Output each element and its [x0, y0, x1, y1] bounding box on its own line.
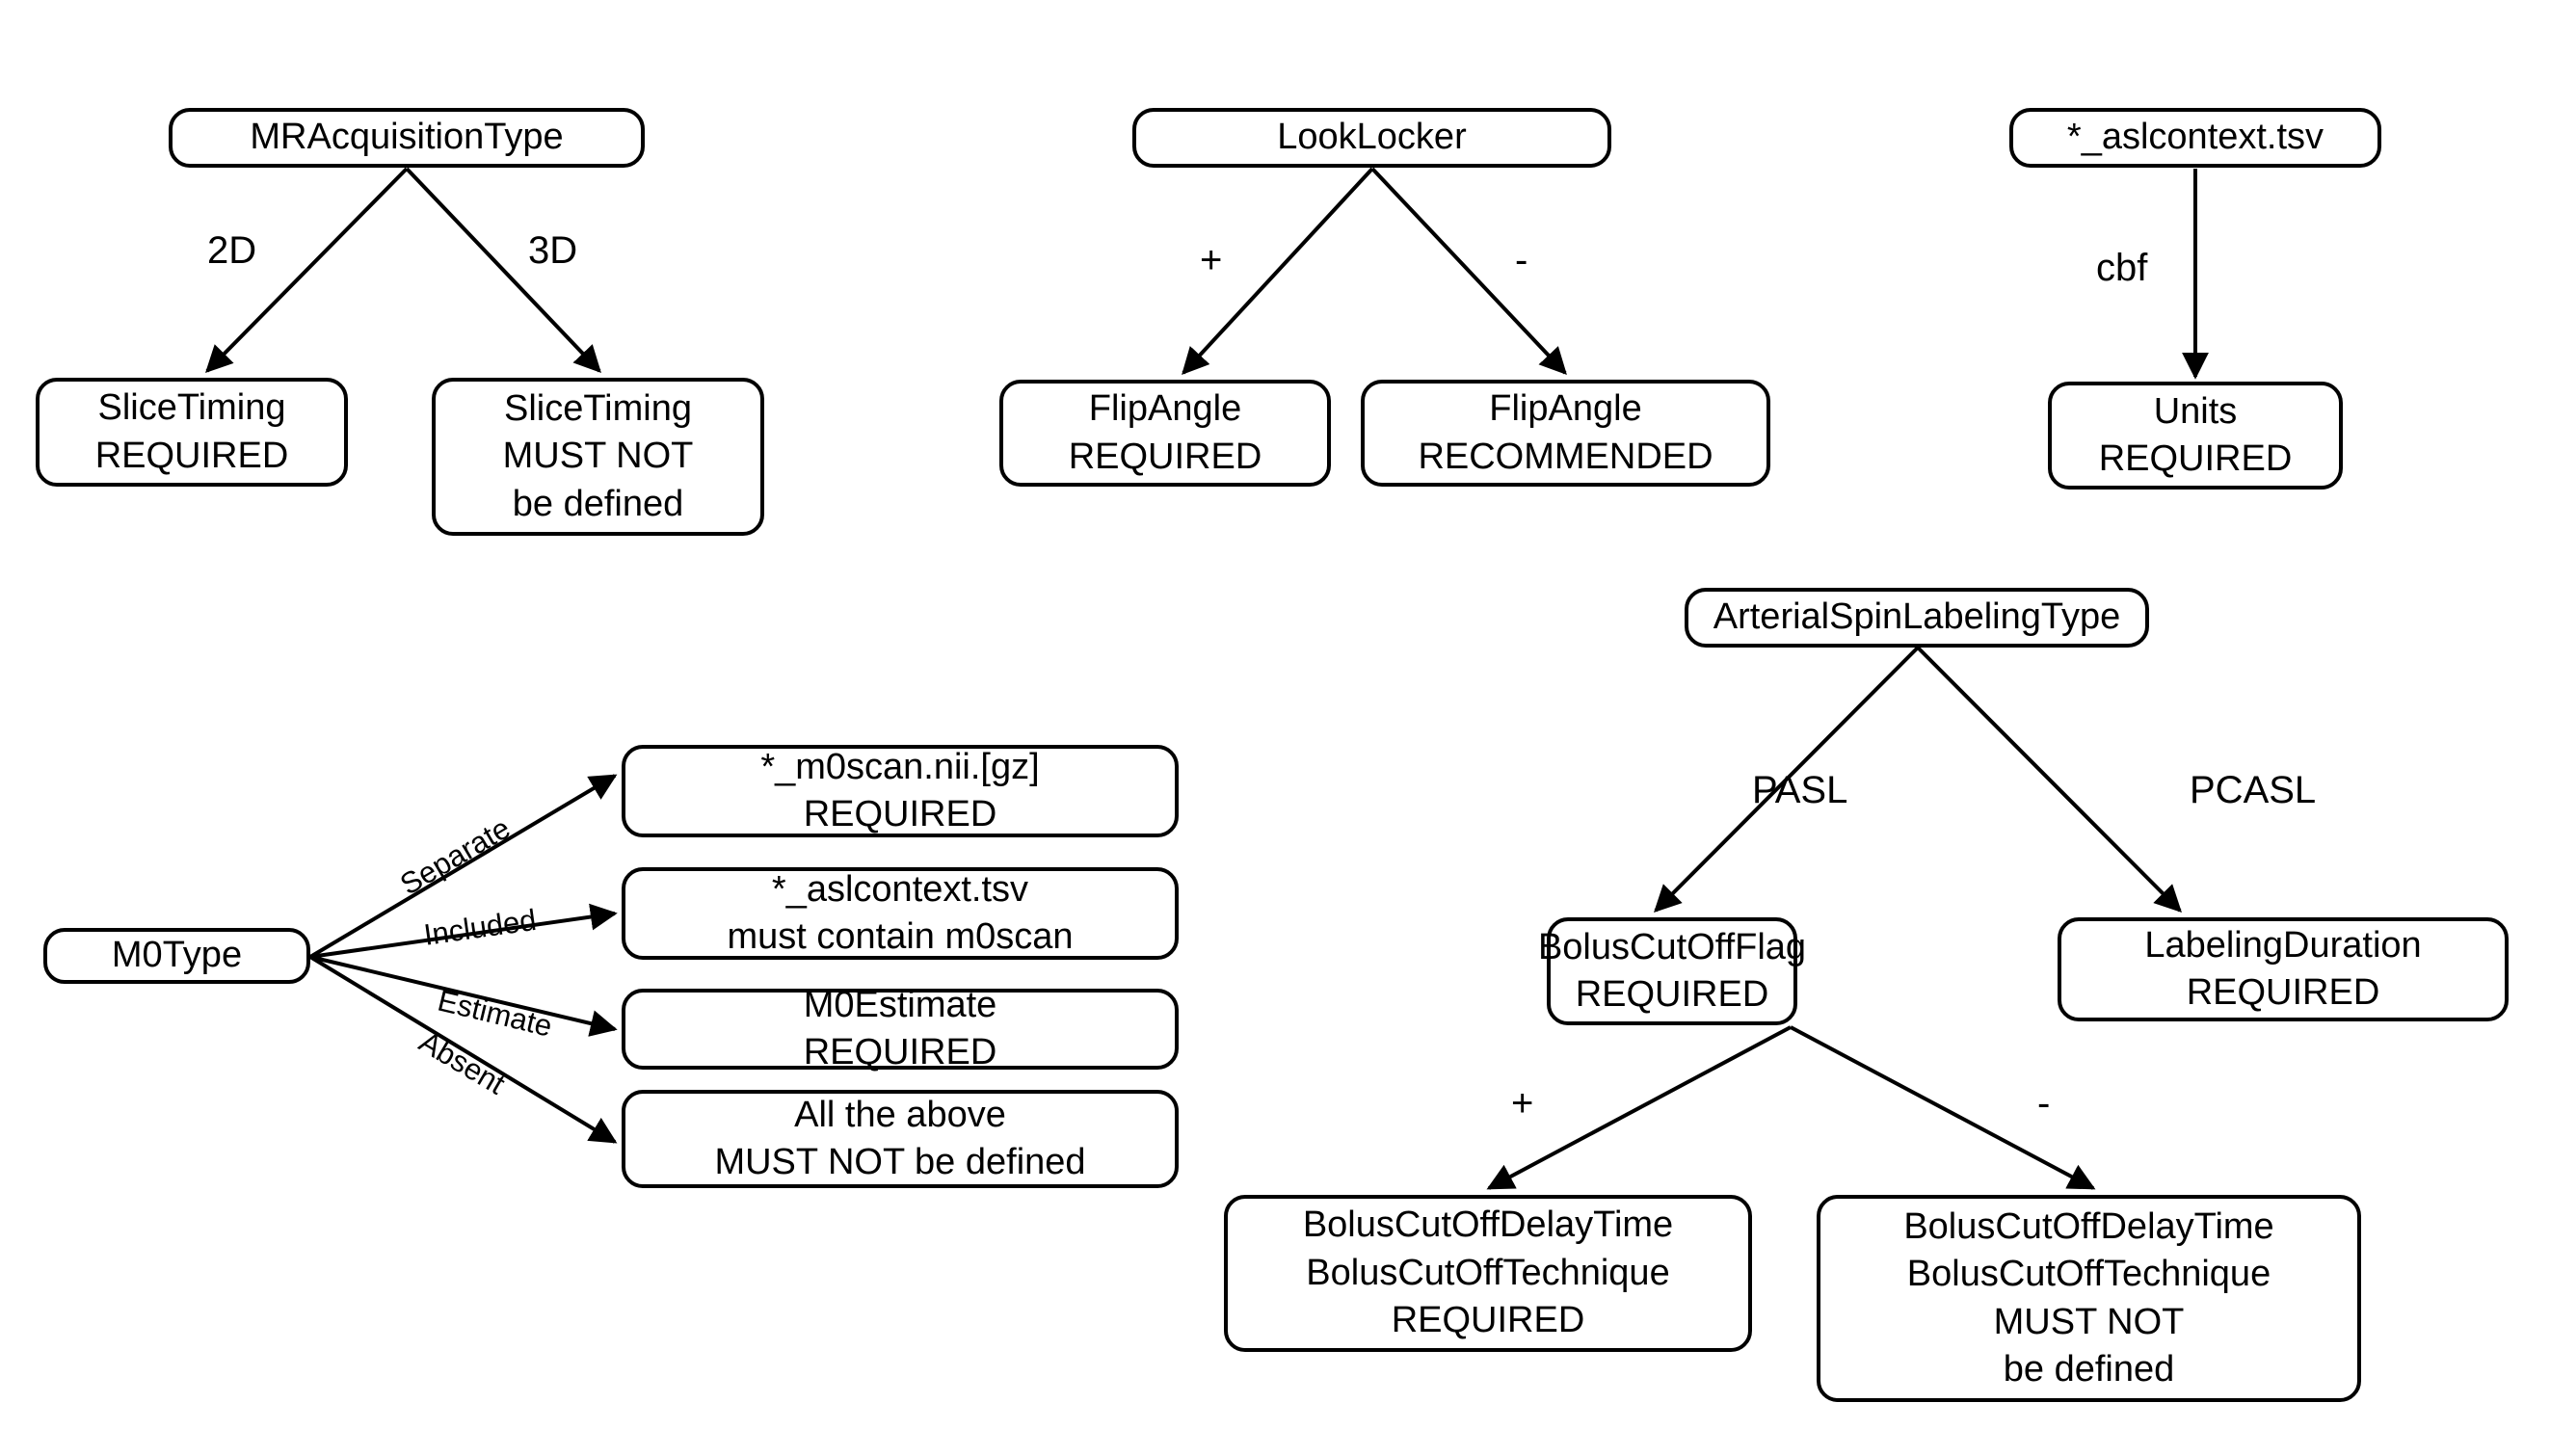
edge-label-pasl: PASL — [1752, 769, 1848, 811]
edge-label-cbf: cbf — [2096, 247, 2148, 289]
node-label-line-1: M0Estimate — [803, 984, 997, 1025]
node-label: ArterialSpinLabelingType — [1713, 596, 2121, 638]
node-label-line-2: REQUIRED — [94, 435, 289, 476]
node-looklocker[interactable]: LookLocker — [1132, 108, 1611, 168]
node-label: *_aslcontext.tsv — [2066, 117, 2324, 158]
node-label-line-1: LabelingDuration — [2144, 924, 2422, 966]
node-label-line-2: REQUIRED — [1068, 436, 1262, 477]
node-label-line-1: All the above — [794, 1094, 1006, 1135]
node-label-line-2: BolusCutOffTechnique — [1906, 1254, 2271, 1295]
node-label-line-2: REQUIRED — [2186, 972, 2380, 1013]
node-label: MRAcquisitionType — [250, 117, 564, 158]
node-slicetiming-must-not[interactable]: SliceTiming MUST NOT be defined — [432, 378, 764, 536]
edge-label-looklocker-minus: - — [1515, 239, 1528, 281]
node-label-line-2: MUST NOT be defined — [714, 1142, 1086, 1182]
node-label-line-1: SliceTiming — [504, 387, 692, 429]
node-label-line-2: REQUIRED — [803, 1032, 997, 1072]
node-label-line-4: be defined — [2003, 1348, 2175, 1390]
node-label-line-2: REQUIRED — [803, 794, 997, 834]
node-label-line-1: *_aslcontext.tsv — [771, 868, 1029, 910]
edge-label-bolus-minus: - — [2037, 1082, 2051, 1125]
node-label-line-1: SliceTiming — [97, 387, 286, 429]
node-mracquisitiontype[interactable]: MRAcquisitionType — [169, 108, 645, 168]
node-label: LookLocker — [1277, 117, 1467, 158]
node-label: M0Type — [111, 935, 243, 976]
node-label-line-3: REQUIRED — [1391, 1300, 1585, 1341]
node-labelingduration-required[interactable]: LabelingDuration REQUIRED — [2058, 917, 2509, 1021]
node-all-above-must-not[interactable]: All the above MUST NOT be defined — [622, 1090, 1179, 1188]
node-label-line-1: BolusCutOffFlag — [1537, 926, 1807, 967]
node-label-line-3: be defined — [512, 483, 684, 524]
edge-label-3d: 3D — [528, 229, 578, 272]
edge-label-looklocker-plus: + — [1200, 239, 1223, 281]
node-flipangle-recommended[interactable]: FlipAngle RECOMMENDED — [1361, 380, 1770, 487]
node-label-line-2: RECOMMENDED — [1418, 436, 1713, 477]
node-boluscutoffflag-required[interactable]: BolusCutOffFlag REQUIRED — [1538, 917, 1806, 1025]
node-label-line-1: BolusCutOffDelayTime — [1302, 1205, 1674, 1246]
node-arterialspinlabelingtype[interactable]: ArterialSpinLabelingType — [1685, 588, 2149, 648]
node-boluscutoff-must-not[interactable]: BolusCutOffDelayTime BolusCutOffTechniqu… — [1817, 1195, 2361, 1402]
node-label-line-1: BolusCutOffDelayTime — [1903, 1205, 2274, 1247]
node-label-line-2: BolusCutOffTechnique — [1306, 1252, 1670, 1293]
edge-label-2d: 2D — [207, 229, 257, 272]
node-label-line-1: FlipAngle — [1088, 388, 1242, 430]
edge-label-separate: Separate — [394, 810, 517, 902]
node-m0type[interactable]: M0Type — [43, 928, 310, 984]
node-label-line-2: MUST NOT — [502, 436, 694, 477]
node-slicetiming-required[interactable]: SliceTiming REQUIRED — [36, 378, 348, 487]
node-label-line-1: Units — [2153, 390, 2238, 432]
edge-label-pcasl: PCASL — [2190, 769, 2317, 811]
edge-label-absent: Absent — [413, 1024, 512, 1101]
node-label-line-1: FlipAngle — [1489, 388, 1642, 430]
node-m0scan-nii[interactable]: *_m0scan.nii.[gz] REQUIRED — [622, 745, 1179, 837]
node-label-line-2: must contain m0scan — [727, 916, 1074, 957]
node-units-required[interactable]: Units REQUIRED — [2048, 382, 2343, 490]
node-label-line-3: MUST NOT — [1993, 1301, 2185, 1342]
node-label-line-2: REQUIRED — [2098, 438, 2293, 479]
node-m0estimate-required[interactable]: M0Estimate REQUIRED — [622, 985, 1179, 1072]
node-aslcontext-tsv[interactable]: *_aslcontext.tsv — [2009, 108, 2381, 168]
edge-looklocker-minus — [1370, 167, 1567, 376]
edge-bolus-plus — [1486, 1025, 1792, 1190]
node-boluscutoff-required[interactable]: BolusCutOffDelayTime BolusCutOffTechniqu… — [1224, 1195, 1752, 1352]
node-label-line-1: *_m0scan.nii.[gz] — [760, 746, 1040, 787]
edge-label-included: Included — [421, 902, 539, 952]
node-label-line-2: REQUIRED — [1575, 974, 1769, 1015]
node-aslcontext-contains-m0scan[interactable]: *_aslcontext.tsv must contain m0scan — [622, 867, 1179, 960]
edge-label-bolus-plus: + — [1511, 1082, 1534, 1125]
edge-asl-pcasl — [1916, 646, 2182, 913]
node-flipangle-required[interactable]: FlipAngle REQUIRED — [999, 380, 1331, 487]
edge-label-estimate: Estimate — [434, 983, 556, 1044]
